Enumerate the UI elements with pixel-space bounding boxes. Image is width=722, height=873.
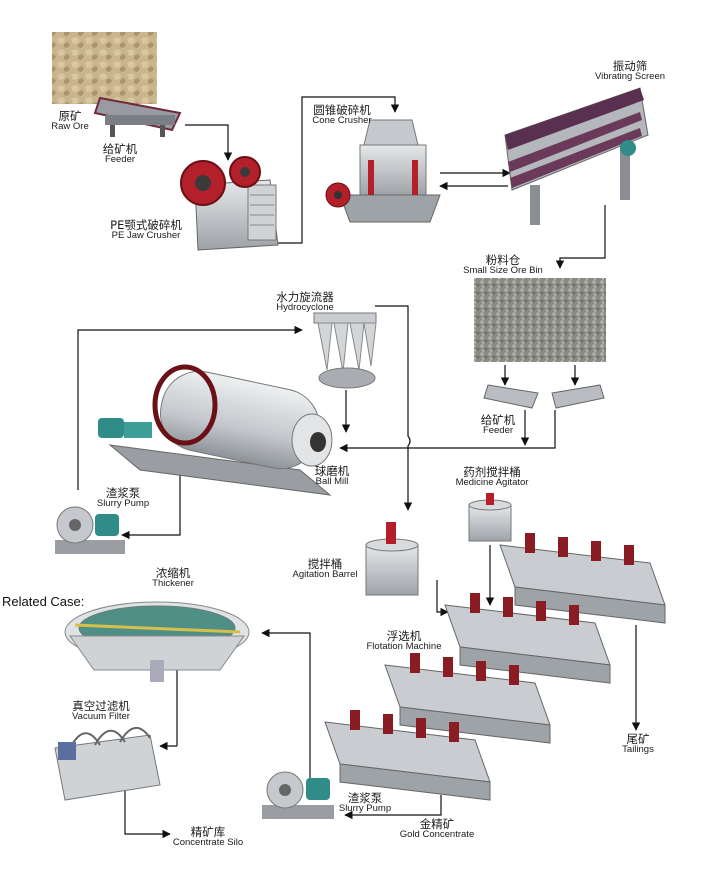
vacuum-filter-machine: [54, 727, 161, 801]
label-ball-mill: 球磨机 Ball Mill: [300, 465, 364, 487]
label-cone-crusher-zh: 圆锥破碎机: [313, 103, 371, 117]
raw-ore-pile: [52, 32, 157, 104]
label-feeder-bottom-en: Feeder: [482, 425, 514, 437]
label-concentrate-silo-zh: 精矿库: [190, 825, 226, 839]
label-feeder-top-en: Feeder: [104, 154, 136, 166]
label-vacuum-filter: 真空过滤机 Vacuum Filter: [58, 700, 144, 722]
label-concentrate-silo-en: Concentrate Silo: [172, 837, 244, 849]
label-agitation-barrel: 搅拌桶 Agitation Barrel: [282, 558, 368, 580]
label-vacuum-filter-zh: 真空过滤机: [72, 699, 130, 713]
label-feeder-bottom-zh: 给矿机: [480, 413, 516, 427]
label-slurry-pump-top-en: Slurry Pump: [96, 498, 150, 510]
label-gold-concentrate-en: Gold Concentrate: [399, 829, 475, 841]
label-ball-mill-en: Ball Mill: [315, 476, 349, 488]
label-ore-bin: 粉料仓 Small Size Ore Bin: [448, 254, 558, 276]
ball-mill-machine: [98, 364, 333, 496]
feeder-bottom-machines: [483, 384, 605, 409]
jaw-crusher-machine: [180, 156, 279, 251]
label-raw-ore-zh: 原矿: [58, 109, 82, 123]
label-tailings-en: Tailings: [622, 744, 654, 756]
label-flotation-machine-en: Flotation Machine: [366, 641, 442, 653]
label-agitation-barrel-en: Agitation Barrel: [292, 569, 358, 581]
label-agitation-barrel-zh: 搅拌桶: [307, 557, 343, 571]
slurry-pump-bottom-machine: [262, 771, 334, 819]
medicine-agitator-tank: [468, 493, 512, 542]
label-ore-bin-zh: 粉料仓: [485, 253, 521, 267]
label-vibrating-screen-zh: 振动筛: [612, 59, 648, 73]
label-vacuum-filter-en: Vacuum Filter: [72, 711, 130, 723]
label-thickener-zh: 浓缩机: [155, 566, 191, 580]
feeder-top-machine: [93, 96, 182, 137]
label-flotation-machine-zh: 浮选机: [386, 629, 422, 643]
label-ball-mill-zh: 球磨机: [314, 464, 350, 478]
label-raw-ore-en: Raw Ore: [51, 121, 89, 133]
label-slurry-pump-bottom-en: Slurry Pump: [338, 803, 392, 815]
label-feeder-top: 给矿机 Feeder: [90, 143, 150, 165]
label-feeder-bottom: 给矿机 Feeder: [470, 414, 526, 436]
label-hydrocyclone: 水力旋流器 Hydrocyclone: [262, 291, 348, 313]
label-gold-concentrate-zh: 金精矿: [419, 817, 455, 831]
thickener-tank: [64, 601, 250, 682]
flow-lines: [77, 96, 641, 839]
label-hydrocyclone-en: Hydrocyclone: [276, 302, 334, 314]
vibrating-screen-machine: [504, 87, 649, 225]
label-hydrocyclone-zh: 水力旋流器: [276, 290, 334, 304]
label-jaw-crusher-en: PE Jaw Crusher: [111, 230, 181, 242]
label-feeder-top-zh: 给矿机: [102, 142, 138, 156]
flotation-machine-rows: [324, 533, 666, 801]
label-ore-bin-en: Small Size Ore Bin: [463, 265, 543, 277]
label-cone-crusher: 圆锥破碎机 Cone Crusher: [296, 104, 388, 126]
label-thickener: 浓缩机 Thickener: [138, 567, 208, 589]
agitation-barrel-tank: [365, 522, 419, 596]
label-jaw-crusher: PE颚式破碎机 PE Jaw Crusher: [98, 219, 194, 241]
label-cone-crusher-en: Cone Crusher: [312, 115, 372, 127]
label-medicine-agitator: 药剂搅拌桶 Medicine Agitator: [440, 466, 544, 488]
label-slurry-pump-bottom: 渣浆泵 Slurry Pump: [330, 792, 400, 814]
label-slurry-pump-top-zh: 渣浆泵: [105, 486, 141, 500]
label-medicine-agitator-en: Medicine Agitator: [455, 477, 529, 489]
ore-bin-gravel: [474, 278, 606, 362]
label-gold-concentrate: 金精矿 Gold Concentrate: [388, 818, 486, 840]
label-concentrate-silo: 精矿库 Concentrate Silo: [160, 826, 256, 848]
slurry-pump-top-machine: [55, 506, 125, 554]
label-jaw-crusher-zh: PE颚式破碎机: [110, 218, 182, 232]
label-slurry-pump-bottom-zh: 渣浆泵: [347, 791, 383, 805]
label-tailings-zh: 尾矿: [626, 732, 650, 746]
related-case-overlay: Related Case:: [0, 594, 87, 609]
label-vibrating-screen-en: Vibrating Screen: [594, 71, 666, 83]
label-thickener-en: Thickener: [152, 578, 194, 590]
label-medicine-agitator-zh: 药剂搅拌桶: [463, 465, 521, 479]
label-tailings: 尾矿 Tailings: [612, 733, 664, 755]
label-raw-ore: 原矿 Raw Ore: [44, 110, 96, 132]
label-slurry-pump-top: 渣浆泵 Slurry Pump: [88, 487, 158, 509]
cone-crusher-machine: [325, 119, 441, 223]
label-flotation-machine: 浮选机 Flotation Machine: [356, 630, 452, 652]
hydrocyclone-machine: [313, 312, 377, 389]
label-vibrating-screen: 振动筛 Vibrating Screen: [580, 60, 680, 82]
